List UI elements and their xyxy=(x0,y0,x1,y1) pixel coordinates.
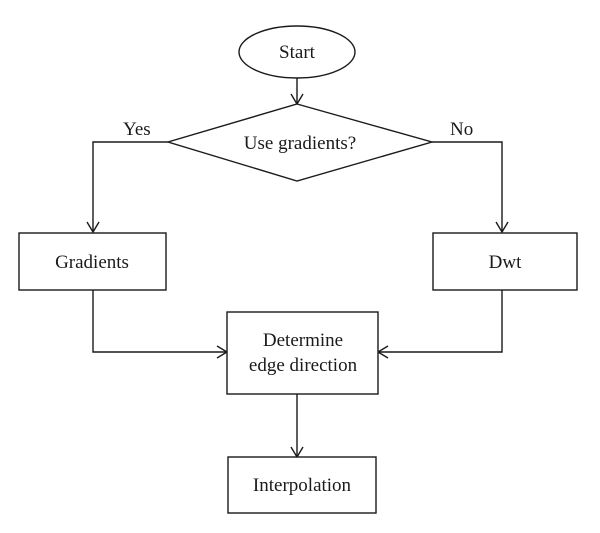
connector-yes xyxy=(92,141,168,232)
yes-label: Yes xyxy=(123,119,151,140)
decision-label: Use gradients? xyxy=(244,133,356,154)
no-label: No xyxy=(450,119,473,140)
connector-gradients-determine xyxy=(92,290,227,353)
connector-dwt-determine xyxy=(378,290,503,353)
determine-label-line1: Determine xyxy=(263,330,343,351)
arrowhead-dwt xyxy=(495,221,509,234)
dwt-label: Dwt xyxy=(489,252,522,273)
gradients-node xyxy=(18,232,167,291)
connector-no xyxy=(432,141,503,232)
gradients-label: Gradients xyxy=(55,252,129,273)
arrowhead-gradients xyxy=(86,221,100,234)
start-label: Start xyxy=(279,42,316,63)
decision-node xyxy=(165,103,435,182)
interpolation-label: Interpolation xyxy=(253,475,352,496)
determine-edge-direction-node xyxy=(226,311,379,395)
dwt-node xyxy=(432,232,578,291)
interpolation-node xyxy=(227,456,377,514)
determine-label-line2: edge direction xyxy=(249,355,358,376)
